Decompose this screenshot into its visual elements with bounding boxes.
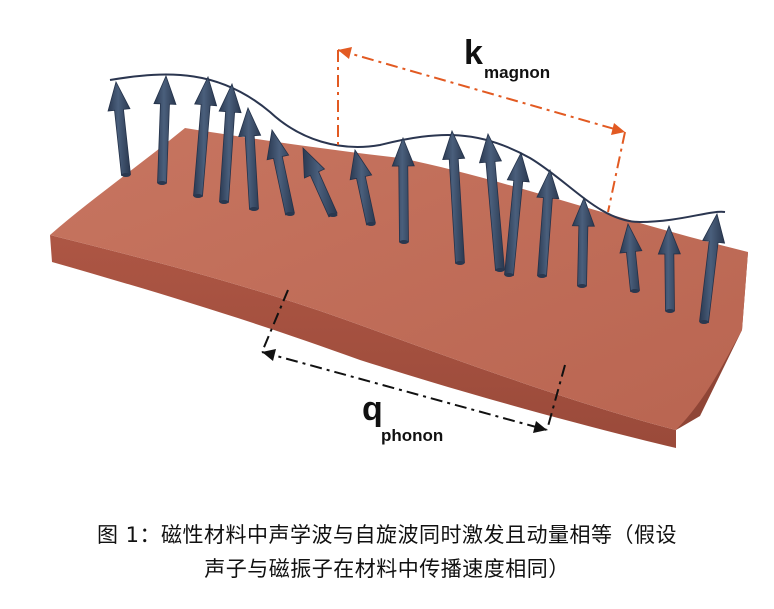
figure-caption: 图 1：磁性材料中声学波与自旋波同时激发且动量相等（假设 声子与磁振子在材料中传… bbox=[0, 518, 774, 586]
spin-arrow bbox=[193, 75, 218, 197]
magnon-phonon-diagram: k magnon q phonon bbox=[50, 34, 748, 448]
spin-arrow bbox=[238, 106, 262, 210]
spin-arrow-base bbox=[630, 289, 640, 293]
k-magnon-arrowhead-left bbox=[338, 47, 352, 59]
caption-line-1: 图 1：磁性材料中声学波与自旋波同时激发且动量相等（假设 bbox=[96, 523, 678, 547]
spin-arrow-base bbox=[219, 200, 229, 204]
q-label-subscript: phonon bbox=[381, 426, 443, 445]
k-magnon-dimension-line bbox=[337, 49, 626, 213]
spin-arrow-base bbox=[537, 274, 547, 278]
q-phonon-arrowhead-left bbox=[262, 349, 276, 361]
k-magnon-arrowhead-right bbox=[611, 123, 625, 135]
spin-arrow-base bbox=[328, 213, 338, 217]
spin-arrow-base bbox=[495, 268, 505, 272]
spin-arrow-base bbox=[366, 222, 376, 226]
q-label: q bbox=[362, 390, 383, 428]
spin-arrow bbox=[266, 128, 295, 216]
spin-arrow-base bbox=[193, 194, 203, 198]
caption-line-2: 声子与磁振子在材料中传播速度相同） bbox=[204, 557, 570, 581]
q-phonon-arrowhead-right bbox=[533, 421, 547, 433]
spin-arrow bbox=[478, 132, 505, 271]
spin-arrow bbox=[302, 147, 338, 218]
spin-arrow bbox=[571, 196, 595, 287]
spin-arrow-base bbox=[504, 273, 514, 277]
spin-arrow bbox=[349, 148, 376, 226]
spin-arrow bbox=[153, 74, 177, 184]
spin-arrow-base bbox=[399, 240, 409, 244]
k-label: k bbox=[464, 34, 483, 72]
k-label-subscript: magnon bbox=[484, 63, 550, 82]
spin-arrow bbox=[699, 212, 726, 323]
spin-wave-envelope bbox=[109, 73, 726, 224]
spin-arrow bbox=[504, 151, 530, 276]
spin-arrow-base bbox=[577, 284, 587, 288]
slab-front-face bbox=[50, 235, 676, 448]
spin-arrow bbox=[536, 168, 560, 277]
spin-arrow-base bbox=[157, 181, 167, 185]
q-phonon-dimension-line bbox=[261, 289, 566, 431]
spin-arrow-base bbox=[699, 320, 709, 324]
spin-arrow-base bbox=[121, 173, 131, 177]
spin-arrow bbox=[107, 80, 131, 176]
spin-arrow-base bbox=[285, 212, 295, 216]
k-magnon-marker: k magnon bbox=[337, 34, 626, 213]
spin-arrow-base bbox=[665, 309, 675, 313]
spin-arrow-base bbox=[455, 261, 465, 265]
spin-arrow bbox=[391, 136, 415, 243]
spin-arrow-base bbox=[249, 207, 259, 211]
spin-arrow bbox=[442, 129, 466, 264]
spin-arrow bbox=[218, 82, 242, 203]
q-phonon-marker: q phonon bbox=[261, 289, 566, 445]
spin-arrows bbox=[107, 74, 726, 324]
spin-arrow bbox=[619, 222, 643, 292]
spin-arrow bbox=[657, 224, 681, 312]
